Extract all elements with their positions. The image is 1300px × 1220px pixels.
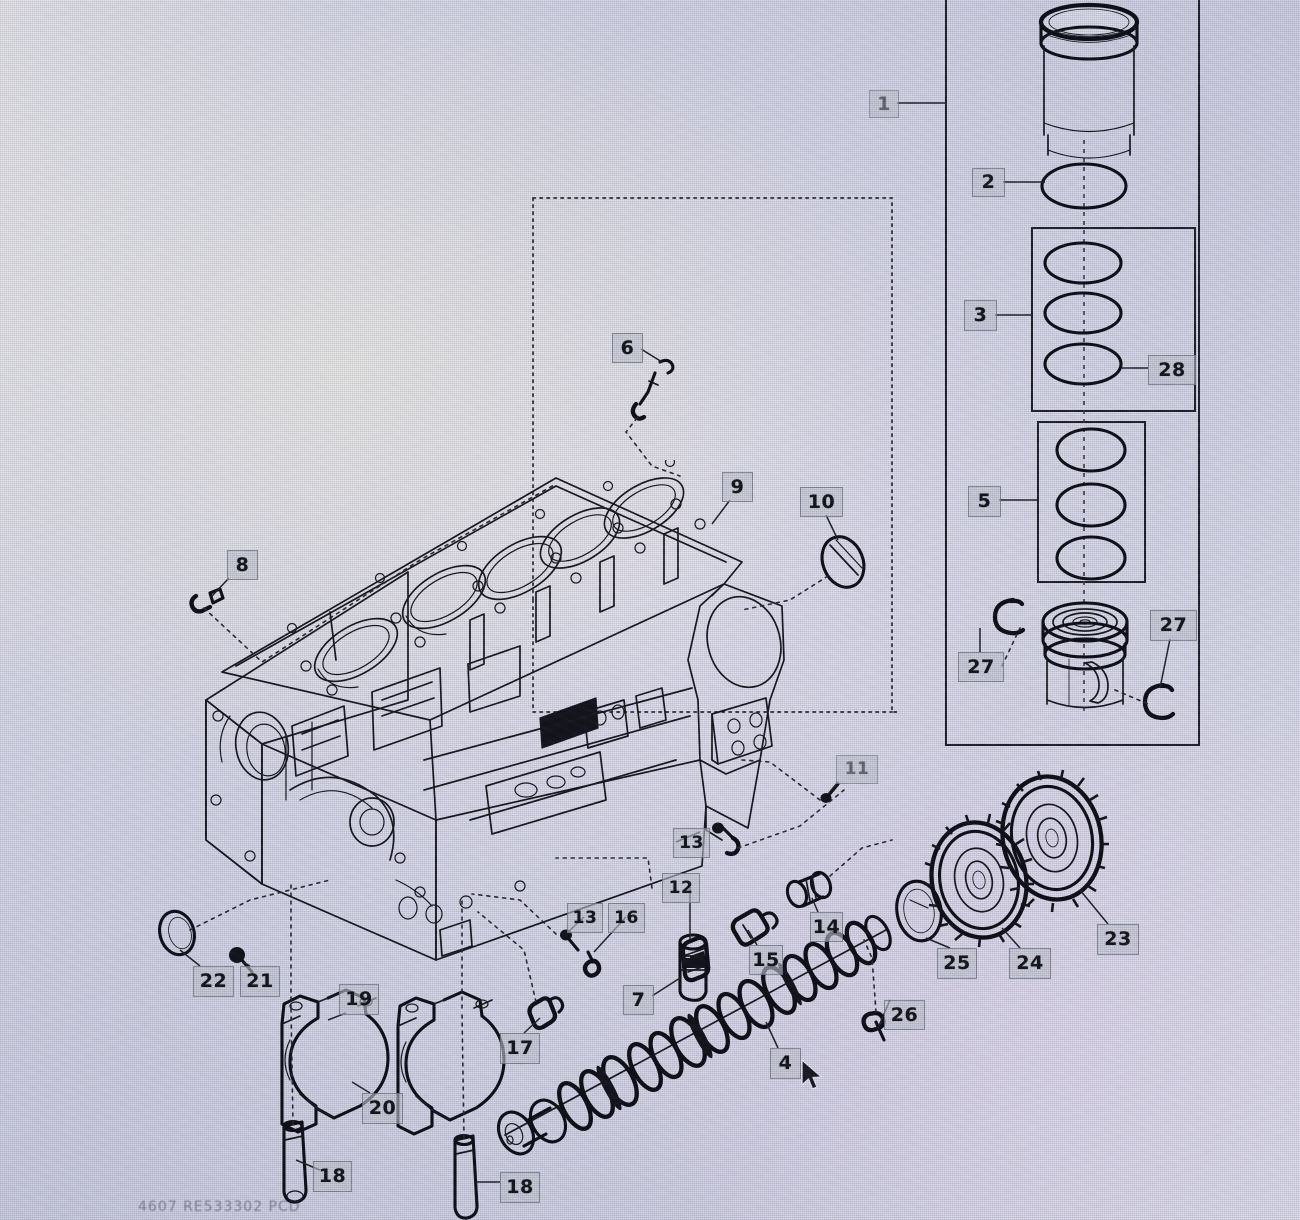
callout-28[interactable]: 28 bbox=[1148, 355, 1196, 385]
part-cylinder-liner bbox=[1038, 2, 1140, 159]
part-piston-pin-retaining-ring-left bbox=[992, 597, 1026, 636]
callout-22[interactable]: 22 bbox=[193, 966, 234, 997]
part-piston bbox=[1041, 601, 1129, 709]
callout-3[interactable]: 3 bbox=[964, 300, 997, 331]
figure-caption: 4607 RE533302 PCD bbox=[138, 1199, 301, 1215]
part-cylinder-block bbox=[205, 460, 785, 961]
part-piston-ring-set-lower bbox=[1055, 427, 1127, 581]
callout-4[interactable]: 4 bbox=[770, 1048, 801, 1079]
part-idler-gear bbox=[995, 769, 1109, 913]
part-cover-plate bbox=[820, 535, 866, 589]
callout-18-left[interactable]: 18 bbox=[313, 1161, 352, 1192]
callout-18-right[interactable]: 18 bbox=[500, 1172, 540, 1203]
callout-12[interactable]: 12 bbox=[662, 873, 700, 903]
callout-9[interactable]: 9 bbox=[722, 472, 753, 502]
callout-13-upper[interactable]: 13 bbox=[673, 828, 710, 858]
callout-27-left[interactable]: 27 bbox=[958, 652, 1004, 682]
part-dowel-sleeve bbox=[527, 996, 565, 1031]
callout-21[interactable]: 21 bbox=[240, 966, 280, 997]
leader-lines-main bbox=[179, 348, 1109, 1183]
part-liner-seal-ring bbox=[1040, 162, 1128, 210]
part-oil-nozzle bbox=[630, 358, 675, 421]
part-piston-ring-set-upper bbox=[1043, 241, 1123, 386]
part-camshaft bbox=[496, 914, 892, 1156]
callout-26[interactable]: 26 bbox=[884, 1000, 925, 1030]
callout-23[interactable]: 23 bbox=[1097, 924, 1139, 955]
part-oil-gallery-plug bbox=[730, 908, 779, 947]
exploded-boundary-dotted-region bbox=[532, 197, 898, 713]
callout-16[interactable]: 16 bbox=[608, 903, 645, 933]
callout-15[interactable]: 15 bbox=[749, 945, 783, 975]
part-woodruff-key bbox=[861, 1010, 886, 1042]
callout-20[interactable]: 20 bbox=[362, 1093, 403, 1124]
callout-24[interactable]: 24 bbox=[1009, 948, 1051, 979]
part-dowel-pin bbox=[820, 782, 840, 803]
part-camshaft-bushing bbox=[785, 870, 833, 909]
callout-25[interactable]: 25 bbox=[937, 948, 977, 979]
part-cap-screw-upper bbox=[712, 822, 741, 857]
callout-14[interactable]: 14 bbox=[810, 912, 843, 942]
leader-lines-right bbox=[897, 102, 1171, 705]
callout-17[interactable]: 17 bbox=[500, 1033, 540, 1064]
part-main-bearing-cap-rear bbox=[396, 990, 506, 1136]
part-bushing bbox=[678, 933, 708, 1002]
piston-kit-enclosure bbox=[945, 0, 1200, 746]
part-stud-bolt bbox=[582, 950, 602, 978]
part-piston-pin-retaining-ring-right bbox=[1142, 682, 1176, 721]
part-main-bearing-cap-screw-left bbox=[282, 1119, 308, 1204]
part-sealing-ring bbox=[158, 909, 196, 957]
callout-6[interactable]: 6 bbox=[612, 333, 643, 363]
callout-1[interactable]: 1 bbox=[869, 90, 899, 118]
callout-27-right[interactable]: 27 bbox=[1150, 610, 1197, 641]
callout-19[interactable]: 19 bbox=[339, 984, 379, 1015]
callout-7[interactable]: 7 bbox=[623, 985, 654, 1015]
part-camshaft-thrust-washer bbox=[895, 879, 943, 943]
callout-5[interactable]: 5 bbox=[968, 486, 1001, 517]
callout-8[interactable]: 8 bbox=[227, 550, 258, 580]
callout-10[interactable]: 10 bbox=[800, 487, 843, 517]
callout-11[interactable]: 11 bbox=[836, 755, 878, 784]
part-main-bearing-cap-screw-right bbox=[453, 1133, 479, 1220]
callout-13-lower[interactable]: 13 bbox=[567, 903, 603, 933]
callout-2[interactable]: 2 bbox=[972, 168, 1005, 197]
part-plug-screw bbox=[189, 587, 225, 614]
